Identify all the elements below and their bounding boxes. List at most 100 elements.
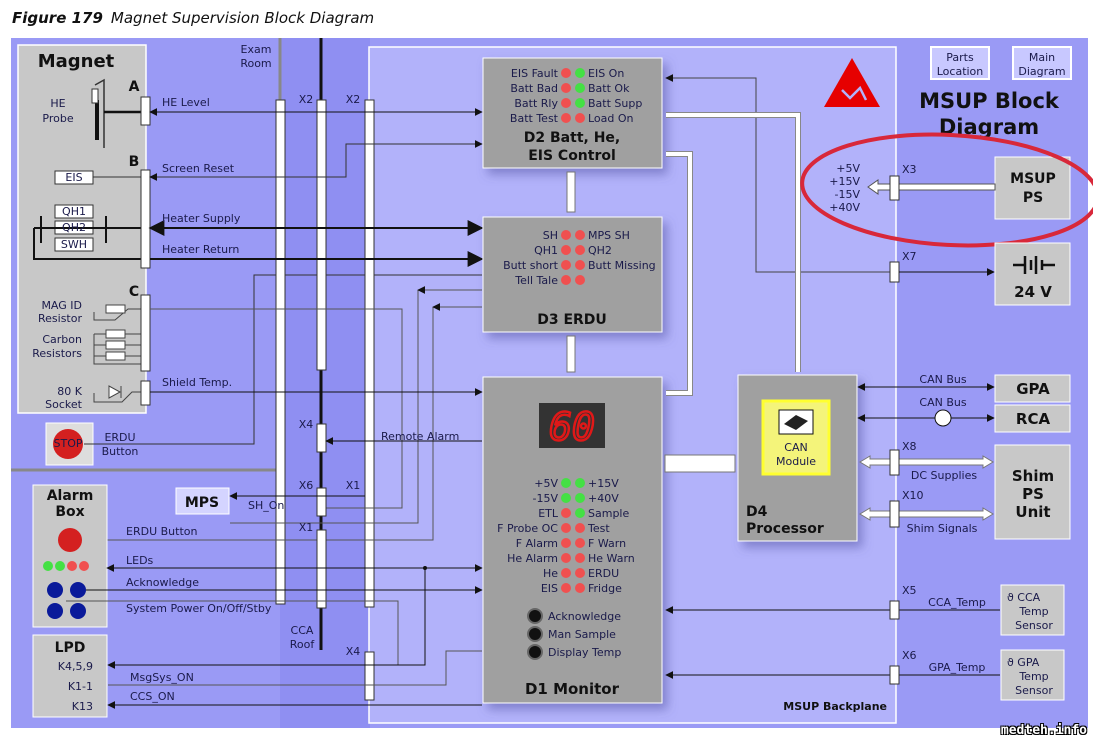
led-label-left: F Probe OC (497, 522, 558, 535)
dc-supplies-label: DC Supplies (911, 469, 977, 482)
x7-label: X7 (902, 250, 917, 263)
led-label-left: He (543, 567, 558, 580)
x8-label: X8 (902, 440, 917, 453)
gpa-sensor-label-2: Temp (1018, 670, 1048, 683)
alarm-box[interactable] (32, 484, 108, 628)
lpd-block[interactable] (32, 634, 108, 718)
shim-label-2: PS (1022, 485, 1044, 503)
swh-label: SWH (61, 238, 87, 251)
status-led-icon (575, 478, 585, 488)
gpa-temp-sensor[interactable] (1000, 649, 1065, 701)
stop-button-icon[interactable] (53, 429, 83, 459)
led-label-left: Tell Tale (514, 274, 558, 287)
status-led-icon (575, 553, 585, 563)
ps-output-arrow (867, 179, 996, 195)
cca-temp-sensor[interactable] (1000, 584, 1065, 636)
status-led-icon (561, 245, 571, 255)
connector-x5 (889, 600, 900, 620)
shim-signals-label: Shim Signals (907, 522, 978, 535)
d4-title-1: D4 (746, 504, 768, 520)
status-led-icon (575, 113, 585, 123)
magnet-title: Magnet (38, 51, 115, 72)
push-button-icon[interactable] (527, 608, 543, 624)
connector-c (140, 294, 151, 372)
rca-block[interactable] (994, 404, 1071, 433)
status-led-icon (561, 508, 571, 518)
status-led-icon (561, 260, 571, 270)
x6b-label: X6 (902, 649, 917, 662)
led-label-right: Batt Supp (588, 97, 642, 110)
connector-x6-backplane (889, 665, 900, 685)
backplane-label: MSUP Backplane (783, 700, 887, 713)
display-value: 60 (549, 405, 595, 449)
stop-text: STOP (54, 437, 83, 450)
parts-location-label-1: Parts (946, 51, 974, 64)
can-label-1: CAN (784, 441, 807, 454)
led-label-left: EIS (541, 582, 558, 595)
d1-button-label: Acknowledge (548, 610, 621, 623)
mps-block[interactable] (175, 487, 230, 515)
status-led-icon (561, 553, 571, 563)
connector-x10 (889, 500, 900, 528)
push-button-icon[interactable] (527, 626, 543, 642)
connector-x3 (889, 175, 900, 201)
main-diagram-button[interactable] (1012, 46, 1072, 80)
d2-title-1: D2 Batt, He, (524, 130, 620, 146)
parts-location-button[interactable] (930, 46, 990, 80)
d1-button-label: Display Temp (548, 646, 621, 659)
battery-label: 24 V (1014, 283, 1052, 301)
cca-sensor-label-2: Temp (1018, 605, 1048, 618)
qh2-label: QH2 (62, 221, 86, 234)
resistor-icons (93, 304, 145, 365)
d3-module[interactable] (482, 216, 663, 333)
status-led-icon (561, 568, 571, 578)
led-label-right: Load On (588, 112, 634, 125)
gpa-block[interactable] (994, 374, 1071, 403)
cca-sensor-label-3: Sensor (1015, 619, 1053, 632)
alarm-led-icon (79, 561, 89, 571)
status-led-icon (561, 98, 571, 108)
connector-x6-roof (316, 487, 327, 517)
highlight-ellipse (800, 132, 1093, 248)
system-power-label: System Power On/Off/Stby (126, 602, 272, 615)
x3-label: X3 (902, 163, 917, 176)
status-led-icon (575, 98, 585, 108)
rca-label: RCA (1016, 410, 1051, 428)
msgsys-line (107, 568, 426, 669)
diagram-title-1: MSUP Block (919, 89, 1060, 113)
alarm-buttons[interactable] (47, 582, 86, 619)
alarm-stop-button-icon[interactable] (58, 528, 82, 552)
he-probe-icon (91, 78, 145, 148)
led-label-left: Batt Test (510, 112, 559, 125)
section-c-label: C (129, 284, 139, 300)
d1-button[interactable]: Acknowledge (527, 608, 621, 624)
main-diagram-label-1: Main (1029, 51, 1055, 64)
can-label-2: Module (776, 455, 816, 468)
msup-ps-block[interactable] (994, 156, 1071, 220)
cca-temp-label: CCA_Temp (928, 596, 986, 609)
battery-block[interactable] (994, 242, 1071, 306)
alarm-box-title-2: Box (55, 504, 84, 520)
mps-label: MPS (185, 495, 219, 511)
shim-label-3: Unit (1015, 503, 1050, 521)
connector-b (140, 169, 151, 269)
status-led-icon (561, 68, 571, 78)
connector-x2-backplane (364, 99, 375, 608)
d1-button[interactable]: Man Sample (527, 626, 616, 642)
status-led-icon (575, 493, 585, 503)
erdu-button-route (80, 307, 482, 541)
shim-ps-block[interactable] (994, 444, 1071, 540)
push-button-icon[interactable] (527, 644, 543, 660)
lpd-title: LPD (55, 640, 86, 656)
led-label-left: Batt Bad (510, 82, 558, 95)
d1-button[interactable]: Display Temp (527, 644, 621, 660)
lpd-k1: K4,5,9 (58, 660, 93, 673)
d2-module[interactable] (482, 57, 663, 169)
exam-room-label-1: Exam (241, 43, 272, 56)
